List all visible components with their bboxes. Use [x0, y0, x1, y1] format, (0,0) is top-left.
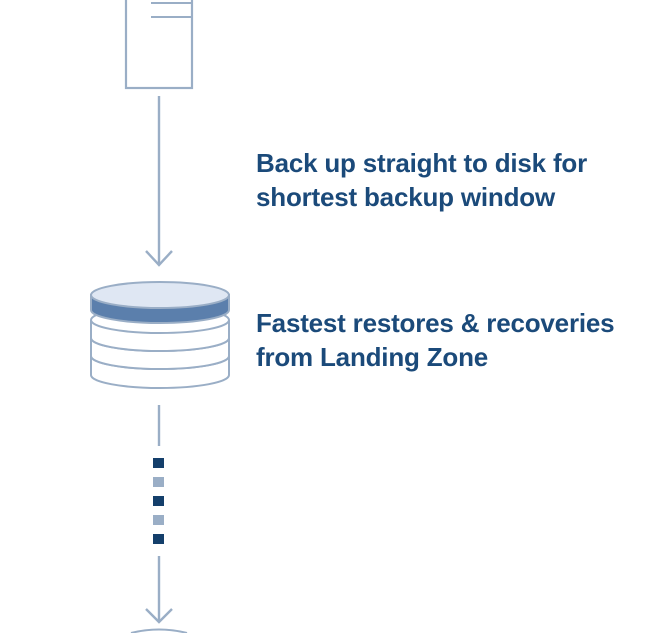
server-icon: [124, 0, 194, 90]
restore-caption: Fastest restores & recoveries from Landi…: [256, 306, 615, 374]
dotted-trail: [153, 458, 164, 544]
backup-window-caption: Back up straight to disk for shortest ba…: [256, 146, 587, 214]
restore-caption-line-2: from Landing Zone: [256, 342, 489, 372]
disk-stack-icon: [90, 281, 230, 389]
backup-caption-line-1: Back up straight to disk for: [256, 148, 588, 178]
arrow-down-icon: [145, 96, 173, 267]
backup-caption-line-2: shortest backup window: [256, 182, 555, 212]
arrow-down-icon: [145, 556, 173, 624]
next-device-icon: [130, 628, 188, 633]
restore-caption-line-1: Fastest restores & recoveries: [256, 308, 615, 338]
